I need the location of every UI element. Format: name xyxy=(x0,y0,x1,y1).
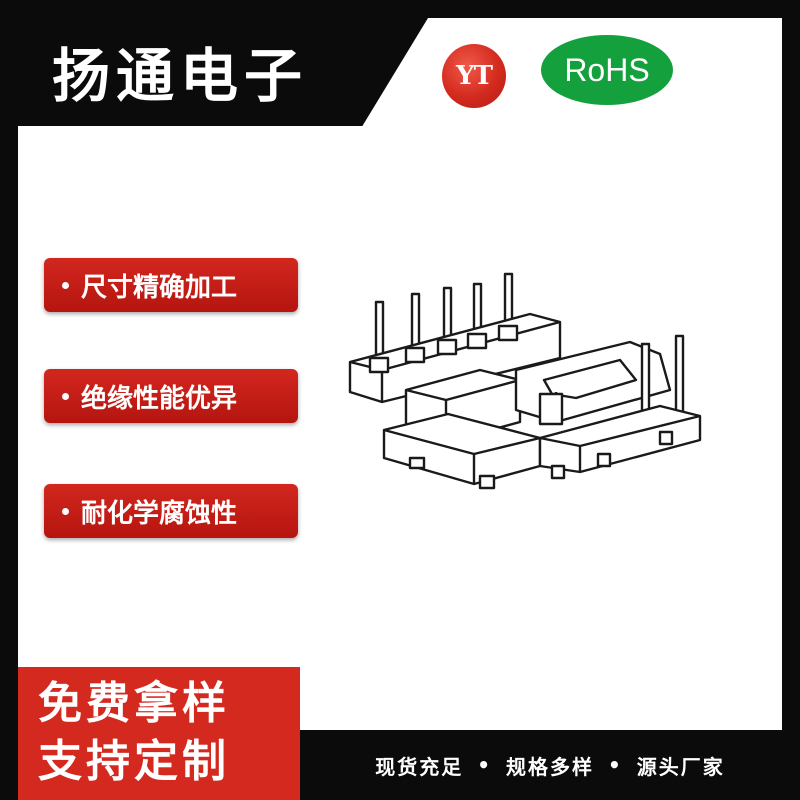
brand-name: 扬通电子 xyxy=(52,42,309,110)
rohs-badge: RoHS xyxy=(541,35,673,105)
feature-label: 耐化学腐蚀性 xyxy=(81,498,238,529)
feature-item: 耐化学腐蚀性 xyxy=(44,484,298,538)
feature-label: 尺寸精确加工 xyxy=(81,272,238,303)
bullet-icon xyxy=(62,392,69,400)
transformer-bobbin-drawing xyxy=(348,272,702,490)
feature-label: 绝缘性能优异 xyxy=(81,383,238,414)
cta-line-free-sample: 免费拿样 xyxy=(38,678,230,729)
footer-item: 现货充足 xyxy=(375,754,464,779)
feature-item: 绝缘性能优异 xyxy=(44,369,298,423)
yt-logo-icon: YT xyxy=(442,44,506,108)
footer-separator: • xyxy=(608,753,623,777)
footer-item: 源头厂家 xyxy=(636,754,725,779)
bullet-icon xyxy=(62,507,69,515)
footer-separator: • xyxy=(477,753,492,777)
cta-line-customization: 支持定制 xyxy=(38,736,230,787)
brand-bar: 扬通电子 xyxy=(18,18,428,126)
bullet-icon xyxy=(62,281,69,289)
free-sample-banner[interactable]: 免费拿样 支持定制 xyxy=(18,667,300,800)
footer-strip: 现货充足 • 规格多样 • 源头厂家 xyxy=(300,730,800,800)
feature-item: 尺寸精确加工 xyxy=(44,258,298,312)
footer-item: 规格多样 xyxy=(506,754,594,779)
